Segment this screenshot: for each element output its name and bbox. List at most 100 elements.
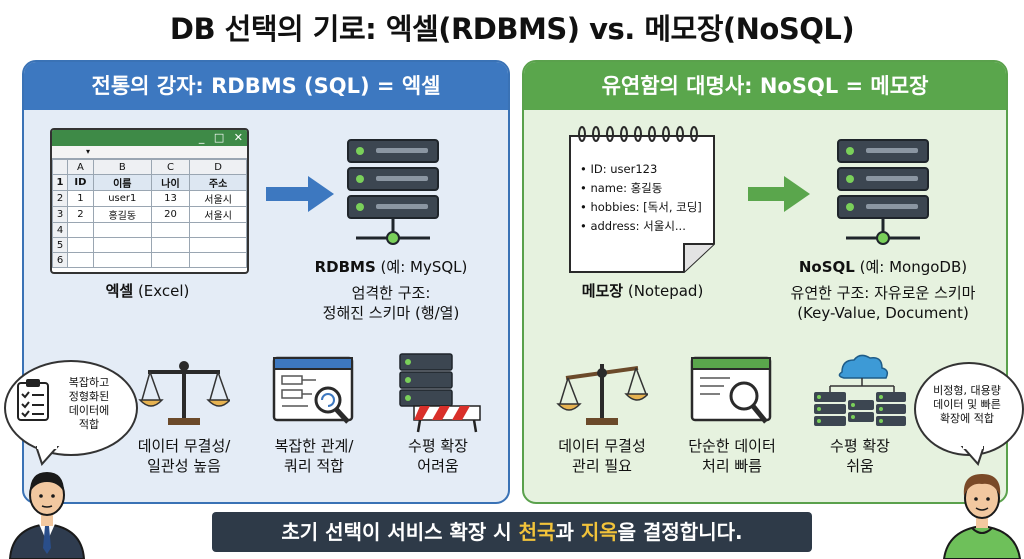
notepad-caption: 메모장 (Notepad)	[560, 281, 725, 301]
row-number: 3	[52, 206, 68, 223]
row-number: 6	[52, 252, 68, 268]
feature-line: 복잡한 관계/	[274, 437, 354, 455]
excel-caption: 엑셀 (Excel)	[50, 281, 245, 301]
close-icon: ✕	[233, 131, 243, 144]
nosql-structure-line2: (Key-Value, Document)	[797, 304, 969, 322]
feature-caption: 수평 확장 어려움	[372, 436, 504, 476]
feature-line: 관리 필요	[572, 457, 632, 475]
column-letter: D	[189, 159, 247, 175]
feature-line: 쿼리 적합	[284, 457, 344, 475]
banner-highlight-heaven: 천국	[518, 520, 556, 544]
banner-text: 초기 선택이 서비스 확장 시	[281, 520, 519, 544]
table-cell: 서울시	[189, 206, 247, 223]
bubble-line: 확장에 적합	[939, 412, 995, 425]
scale-icon	[556, 364, 648, 425]
feature-caption: 단순한 데이터 처리 빠름	[666, 436, 798, 476]
column-header: ID	[67, 174, 94, 191]
casual-person-avatar	[942, 474, 1022, 559]
notepad-icon	[569, 126, 715, 273]
excel-caption-bold: 엑셀	[105, 282, 134, 300]
excel-formula-bar: ▾	[52, 146, 247, 159]
table-cell: 20	[150, 206, 191, 223]
column-letter: A	[67, 159, 94, 175]
conclusion-banner: 초기 선택이 서비스 확장 시 천국과 지옥을 결정합니다.	[212, 512, 812, 552]
bubble-line: 복잡하고	[68, 376, 110, 389]
feature-line: 수평 확장	[408, 437, 468, 455]
table-cell: 2	[67, 206, 94, 223]
row-number: 4	[52, 222, 68, 238]
feature-line: 데이터 무결성/	[137, 437, 231, 455]
feature-line: 처리 빠름	[702, 457, 762, 475]
query-window-icon	[272, 356, 354, 424]
feature-caption: 데이터 무결성/ 일관성 높음	[118, 436, 250, 476]
table-cell: 서울시	[189, 190, 247, 207]
table-cell: 1	[67, 190, 94, 207]
note-line: • address: 서울시...	[580, 219, 686, 233]
bubble-tail	[36, 446, 60, 466]
nosql-bubble-text: 비정형, 대용량 데이터 및 빠른 확장에 적합	[918, 384, 1016, 426]
nosql-panel-header: 유연함의 대명사: NoSQL = 메모장	[524, 62, 1006, 110]
bubble-line: 비정형, 대용량	[933, 384, 1001, 397]
excel-window: _ □ ✕ ▾ A B C D 1 ID 이름 나이 주소 2 1 user1 …	[50, 128, 249, 274]
row-number: 1	[52, 174, 68, 191]
bubble-tail	[960, 446, 984, 466]
maximize-icon: □	[213, 131, 225, 144]
column-header: 나이	[150, 174, 191, 191]
nosql-structure-line1: 유연한 구조: 자유로운 스키마	[790, 284, 976, 302]
page-title: DB 선택의 기로: 엑셀(RDBMS) vs. 메모장(NoSQL)	[169, 12, 855, 46]
column-letter: B	[92, 159, 152, 175]
table-row: 3 2 홍길동 20 서울시	[52, 206, 247, 223]
notepad-caption-bold: 메모장	[581, 282, 624, 300]
banner-text: 과	[555, 520, 581, 544]
nosql-caption-rest: (예: MongoDB)	[854, 258, 968, 276]
bubble-line: 적합	[78, 418, 100, 431]
nosql-caption-bold: NoSQL	[798, 258, 855, 276]
rdbms-caption: RDBMS (예: MySQL)	[286, 257, 496, 277]
row-number: 5	[52, 237, 68, 253]
table-cell: user1	[92, 190, 152, 207]
table-cell: 홍길동	[92, 206, 152, 223]
excel-grid: A B C D 1 ID 이름 나이 주소 2 1 user1 13 서울시 3…	[52, 159, 247, 268]
nosql-speech-bubble	[914, 362, 1024, 456]
feature-line: 쉬움	[846, 457, 874, 475]
feature-caption: 수평 확장 쉬움	[794, 436, 926, 476]
column-header: 이름	[92, 174, 152, 191]
scale-icon	[138, 361, 230, 425]
note-line: • name: 홍길동	[580, 181, 663, 195]
rdbms-bubble-text: 복잡하고 정형화된 데이터에 적합	[54, 376, 124, 432]
rdbms-structure-line1: 엄격한 구조:	[351, 284, 431, 302]
server-icon	[837, 139, 929, 245]
banner-text: 을 결정합니다.	[617, 520, 743, 544]
arrow-right-icon	[266, 176, 334, 212]
excel-caption-rest: (Excel)	[133, 282, 190, 300]
businessman-avatar	[8, 472, 86, 559]
rdbms-caption-rest: (예: MySQL)	[375, 258, 468, 276]
bubble-line: 데이터에	[68, 404, 110, 417]
nosql-caption: NoSQL (예: MongoDB)	[765, 257, 1001, 277]
table-cell: 13	[150, 190, 191, 207]
note-line: • ID: user123	[580, 162, 658, 176]
clipboard-icon	[17, 379, 49, 421]
cloud-servers-icon	[814, 354, 906, 426]
feature-line: 어려움	[417, 457, 459, 475]
rdbms-structure-line2: 정해진 스키마 (행/열)	[322, 304, 460, 322]
banner-highlight-hell: 지옥	[580, 520, 618, 544]
column-letter: C	[150, 159, 191, 175]
note-line: • hobbies: [독서, 코딩]	[580, 200, 702, 214]
server-barrier-icon	[399, 353, 481, 433]
row-number: 2	[52, 190, 68, 207]
arrow-right-icon	[748, 176, 810, 212]
feature-line: 데이터 무결성	[558, 437, 646, 455]
bubble-line: 정형화된	[68, 390, 110, 403]
bubble-line: 데이터 및 빠른	[933, 398, 1001, 411]
search-window-icon	[690, 356, 772, 424]
table-row: 2 1 user1 13 서울시	[52, 190, 247, 207]
notepad-content: • ID: user123 • name: 홍길동 • hobbies: [독서…	[580, 160, 710, 236]
feature-line: 일관성 높음	[147, 457, 221, 475]
notepad-caption-rest: (Notepad)	[623, 282, 704, 300]
excel-titlebar: _ □ ✕	[52, 130, 247, 146]
rdbms-panel-header: 전통의 강자: RDBMS (SQL) = 엑셀	[24, 62, 508, 110]
rdbms-caption-bold: RDBMS	[314, 258, 376, 276]
feature-caption: 데이터 무결성 관리 필요	[536, 436, 668, 476]
minimize-icon: _	[198, 131, 205, 144]
